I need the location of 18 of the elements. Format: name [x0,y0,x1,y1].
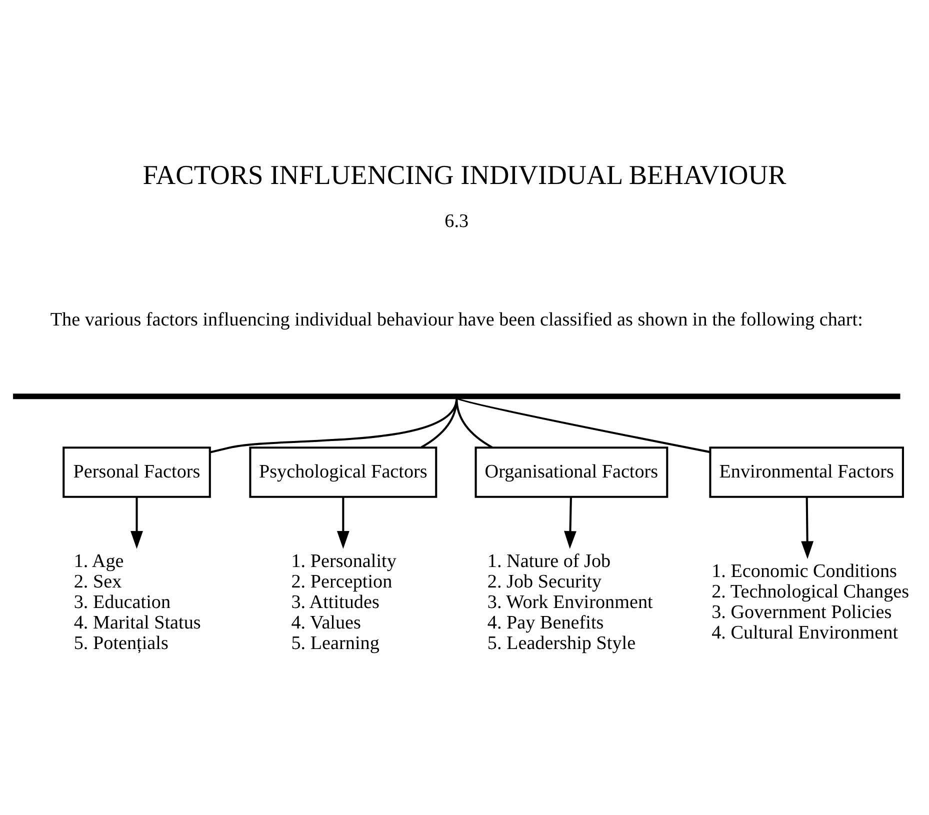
node-box: Psychological Factors [249,446,438,498]
connector [456,397,710,453]
arrow [130,496,143,548]
arrow [801,496,814,558]
label: 6.3 [444,210,469,232]
node-box: Personal Factors [62,446,211,498]
label: The various factors influencing individual behaviour have been classified as shown in the following chart: [50,309,863,330]
connector [456,398,493,448]
arrow [564,496,576,548]
node-box: Environmental Factors [709,446,904,498]
diagram-title: FACTORS INFLUENCING INDIVIDUAL BEHAVIOUR [142,159,786,190]
node-text: 1. Age 2. Sex 3. Education 4. Marital Status 5. Potențials [74,550,201,654]
node-bar [13,393,900,399]
node-text: 1. Economic Conditions 2. Technological Changes 3. Government Policies 4. Cultural Environment [712,560,910,644]
node-text: 1. Personality 2. Perception 3. Attitudes 4. Values 5. Learning [291,550,396,654]
node-text: 1. Nature of Job 2. Job Security 3. Work Environment 4. Pay Benefits 5. Leadership Style [487,550,653,654]
node-box: Organisational Factors [474,446,668,498]
arrow [336,496,350,548]
